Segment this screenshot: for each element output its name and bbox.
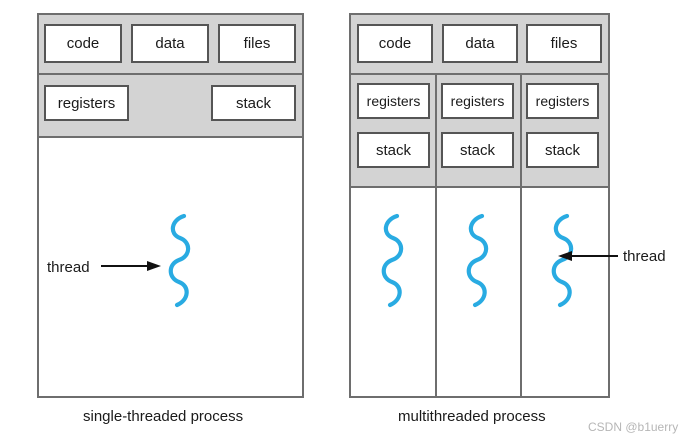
- multi-cell-registers-1: registers: [357, 83, 430, 119]
- single-thread-band: registers stack: [39, 75, 302, 136]
- multi-cell-files: files: [526, 24, 602, 63]
- single-band-bottom-separator: [39, 136, 302, 138]
- single-thread-squiggle: [168, 213, 191, 308]
- multi-cell-registers-3: registers: [526, 83, 599, 119]
- multi-band-separator-1: [351, 73, 608, 75]
- single-threaded-process-box: code data files registers stack thread: [37, 13, 304, 398]
- multi-thread-band: registers registers registers stack stac…: [351, 75, 608, 186]
- multithreaded-process-box: code data files registers registers regi…: [349, 13, 610, 398]
- multi-resource-band: code data files: [351, 15, 608, 73]
- single-cell-registers: registers: [44, 85, 129, 121]
- multi-cell-data: data: [442, 24, 518, 63]
- multi-cell-stack-3: stack: [526, 132, 599, 168]
- single-band-separator: [39, 73, 302, 75]
- watermark-text: CSDN @b1uerry: [588, 420, 679, 434]
- caption-single-threaded: single-threaded process: [83, 408, 244, 425]
- single-resource-band: code data files: [39, 15, 302, 73]
- single-thread-arrow-icon: [101, 261, 161, 271]
- multi-band-separator-2: [351, 186, 608, 188]
- single-cell-stack: stack: [211, 85, 296, 121]
- single-cell-data: data: [131, 24, 209, 63]
- multi-cell-code: code: [357, 24, 433, 63]
- caption-multithreaded: multithreaded process: [398, 408, 546, 425]
- multi-band-column-divider-1: [435, 75, 437, 186]
- multi-column-divider-1: [435, 188, 437, 396]
- multi-band-column-divider-2: [520, 75, 522, 186]
- multi-thread-arrow-icon: [558, 251, 618, 261]
- multi-cell-stack-2: stack: [441, 132, 514, 168]
- single-thread-label: thread: [47, 259, 90, 276]
- single-cell-files: files: [218, 24, 296, 63]
- multi-cell-stack-1: stack: [357, 132, 430, 168]
- multi-thread-squiggle-1: [381, 213, 404, 308]
- single-cell-code: code: [44, 24, 122, 63]
- multi-cell-registers-2: registers: [441, 83, 514, 119]
- multi-column-divider-2: [520, 188, 522, 396]
- multi-thread-squiggle-2: [466, 213, 489, 308]
- multi-thread-label: thread: [623, 248, 666, 265]
